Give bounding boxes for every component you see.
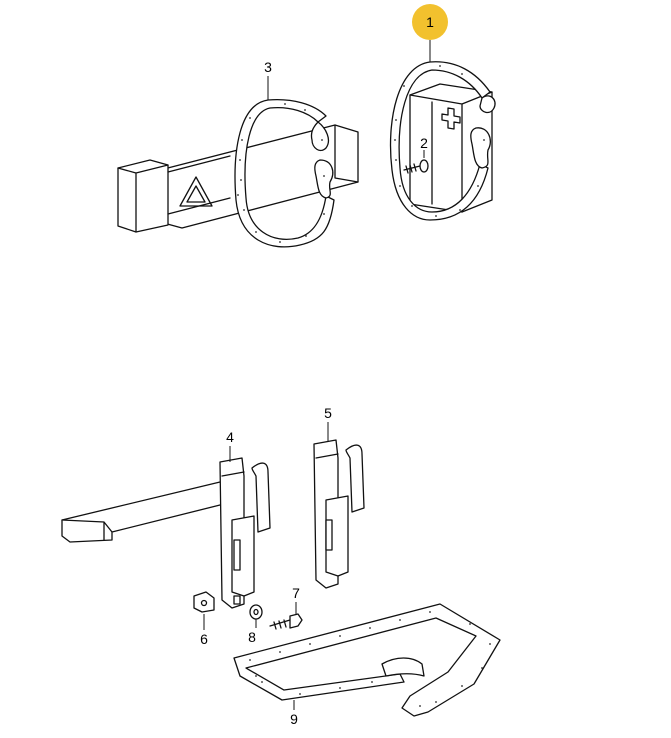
callout-4[interactable]: 4 xyxy=(226,429,234,462)
bracket-5 xyxy=(313,439,365,589)
case-strap-3 xyxy=(234,98,335,248)
screw-2 xyxy=(403,150,429,174)
callout-6[interactable]: 6 xyxy=(200,614,208,647)
washer-8 xyxy=(249,604,263,620)
svg-text:5: 5 xyxy=(324,405,332,421)
svg-text:4: 4 xyxy=(226,429,234,445)
strap-3-dots xyxy=(237,103,325,243)
callout-1-highlight xyxy=(412,4,448,40)
callout-5[interactable]: 5 xyxy=(324,405,332,442)
strap-9-dots xyxy=(249,611,491,707)
callout-2[interactable]: 2 xyxy=(420,135,428,151)
svg-text:8: 8 xyxy=(248,629,256,645)
callout-7[interactable]: 7 xyxy=(292,585,300,614)
svg-text:9: 9 xyxy=(290,711,298,727)
callout-3[interactable]: 3 xyxy=(264,59,272,100)
bolt-7 xyxy=(269,613,303,630)
holder-rail xyxy=(61,481,241,543)
callout-8[interactable]: 8 xyxy=(248,619,257,645)
svg-text:6: 6 xyxy=(200,631,208,647)
svg-text:7: 7 xyxy=(292,585,300,601)
first-aid-strap-1 xyxy=(389,61,496,221)
bracket-4 xyxy=(219,457,271,609)
callout-1[interactable]: 1 xyxy=(412,4,448,62)
svg-text:2: 2 xyxy=(420,135,428,151)
clip-nut-6 xyxy=(193,591,215,613)
svg-text:3: 3 xyxy=(264,59,272,75)
callout-9[interactable]: 9 xyxy=(290,700,298,727)
strap-9 xyxy=(233,603,501,717)
strap-1-dots xyxy=(394,65,485,217)
first-aid-cross-icon xyxy=(441,107,461,130)
warning-triangle-icon xyxy=(179,176,213,207)
svg-text:1: 1 xyxy=(426,14,434,30)
